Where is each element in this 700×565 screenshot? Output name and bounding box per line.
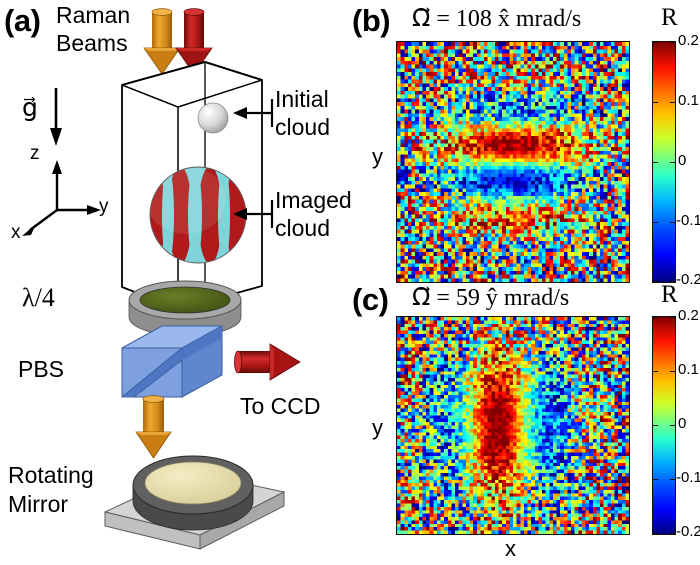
rotating-mirror-label-line1: Rotating bbox=[8, 462, 94, 488]
panel-b-label: (b) bbox=[352, 3, 391, 38]
axis-z-arrowhead bbox=[52, 160, 62, 174]
panel-b-cbar-ticklabel-3: -0.1 bbox=[676, 212, 700, 229]
rotating-mirror-label-line2: Mirror bbox=[8, 491, 69, 517]
initial-cloud-label-line2: cloud bbox=[275, 114, 330, 140]
raman-beams-label-line2: Beams bbox=[56, 30, 128, 56]
imaged-cloud-label-line1: Imaged bbox=[275, 187, 352, 213]
initial-cloud-pointer-head bbox=[233, 107, 247, 119]
panel-c-cbar-tick-3r bbox=[670, 479, 675, 480]
panel-c-cbar-tick-2 bbox=[653, 425, 658, 426]
panel-b-cbar-ticklabel-4: -0.2 bbox=[676, 271, 700, 288]
panel-c-title: Ω⃗ = 59 ŷ mrad/s bbox=[412, 285, 570, 311]
axis-y-arrowhead bbox=[87, 205, 101, 215]
imaged-cloud-pointer-head bbox=[233, 208, 247, 220]
to-ccd-label: To CCD bbox=[240, 393, 321, 419]
quarter-waveplate-label: λ/4 bbox=[22, 283, 55, 312]
panel-c-cbar-tick-1 bbox=[653, 371, 658, 372]
panel-c-cbar-ticklabel-4: -0.2 bbox=[676, 523, 700, 540]
panel-c-colorbar-label: R bbox=[661, 281, 678, 308]
axis-z-label: z bbox=[30, 143, 40, 164]
panel-c-cbar-tick-1r bbox=[670, 371, 675, 372]
initial-cloud-sphere bbox=[197, 102, 229, 134]
panel-b-cbar-ticklabel-1: 0.1 bbox=[678, 92, 699, 109]
initial-cloud-label-line1: Initial bbox=[275, 86, 329, 112]
schematic-drawing bbox=[22, 8, 301, 550]
mirror-beam-arrow bbox=[135, 395, 172, 459]
panel-b-cbar-ticklabel-2: 0 bbox=[678, 152, 687, 169]
panel-b-cbar-tick-1 bbox=[653, 102, 658, 103]
panel-b-cbar-ticklabel-0: 0.2 bbox=[678, 32, 699, 49]
panel-b-colorbar[interactable] bbox=[652, 41, 676, 283]
imaged-cloud-label-line2: cloud bbox=[275, 215, 330, 241]
panel-b-cbar-tick-2r bbox=[670, 162, 675, 163]
panel-b-cbar-tick-4 bbox=[653, 281, 658, 282]
to-ccd-arrow bbox=[234, 343, 301, 381]
panel-b-cbar-tick-0r bbox=[670, 42, 675, 43]
panel-c-cbar-tick-0 bbox=[653, 317, 658, 318]
imaged-cloud-sphere bbox=[149, 166, 247, 264]
panel-c-colorbar[interactable] bbox=[652, 316, 676, 535]
panel-b-cbar-tick-3r bbox=[670, 222, 675, 223]
panel-c-heatmap-canvas[interactable] bbox=[396, 316, 630, 535]
rotating-mirror bbox=[132, 455, 254, 531]
panel-c-xlabel: x bbox=[505, 536, 516, 561]
panel-a-label: (a) bbox=[4, 3, 41, 38]
panel-b-heatmap-canvas[interactable] bbox=[396, 41, 630, 283]
panel-c-cbar-ticklabel-2: 0 bbox=[678, 415, 687, 432]
panel-b-cbar-tick-3 bbox=[653, 222, 658, 223]
panel-c-ylabel: y bbox=[372, 415, 383, 440]
axis-x-label: x bbox=[11, 222, 21, 243]
panel-b-cbar-tick-1r bbox=[670, 102, 675, 103]
panel-b-title: Ω⃗ = 108 x̂ mrad/s bbox=[412, 6, 582, 32]
gravity-arrow bbox=[50, 88, 62, 146]
axis-y-label: y bbox=[99, 196, 109, 217]
coordinate-axes bbox=[29, 168, 93, 231]
panel-b-colorbar-gradient bbox=[653, 42, 675, 282]
axis-x-arrowhead bbox=[22, 224, 36, 236]
raman-beam-orange-arrow bbox=[143, 8, 181, 75]
pbs-label: PBS bbox=[18, 356, 65, 382]
raman-beams-label-line1: Raman bbox=[56, 2, 131, 28]
panel-c-cbar-tick-2r bbox=[670, 425, 675, 426]
panel-c-cbar-ticklabel-3: -0.1 bbox=[676, 469, 700, 486]
panel-b-cbar-tick-4r bbox=[670, 281, 675, 282]
panel-c-cbar-ticklabel-0: 0.2 bbox=[678, 307, 699, 324]
gravity-label: g⃗ bbox=[22, 95, 38, 122]
panel-b-ylabel: y bbox=[372, 144, 383, 169]
panel-c-label: (c) bbox=[352, 282, 389, 317]
panel-c-cbar-tick-3 bbox=[653, 479, 658, 480]
pbs-cube bbox=[121, 325, 223, 398]
panel-c-cbar-tick-4 bbox=[653, 533, 658, 534]
panel-c-cbar-tick-4r bbox=[670, 533, 675, 534]
raman-beam-red-arrow bbox=[175, 8, 213, 75]
panel-a-schematic: (a) Raman Beams g⃗ z y x Initial cloud I… bbox=[4, 2, 352, 550]
panel-c-colorbar-gradient bbox=[653, 317, 675, 534]
panel-c-cbar-ticklabel-1: 0.1 bbox=[678, 361, 699, 378]
panel-c-cbar-tick-0r bbox=[670, 317, 675, 318]
panel-b-cbar-tick-2 bbox=[653, 162, 658, 163]
panel-b-cbar-tick-0 bbox=[653, 42, 658, 43]
panel-b-colorbar-label: R bbox=[661, 4, 678, 31]
